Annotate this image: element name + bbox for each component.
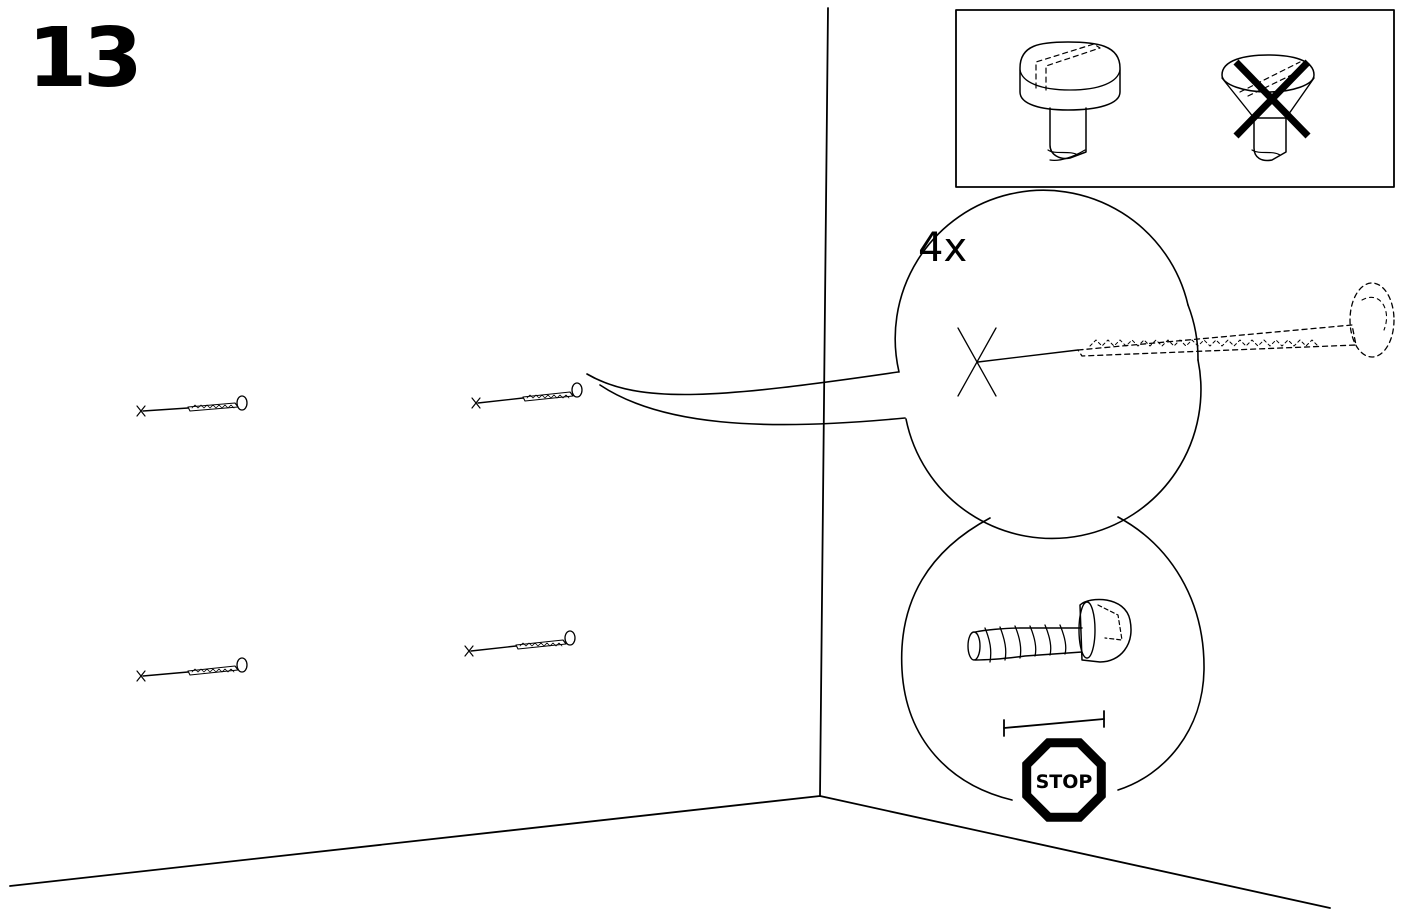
step-number: 13 [27,11,143,106]
detail-circle [894,189,1395,540]
room-corner [9,7,1331,909]
wrong-screw-head-icon [1221,54,1315,162]
stop-sign-icon [1022,738,1106,822]
wall-screw [464,630,576,657]
screw-head-comparison [955,9,1395,188]
wall-screw [136,395,248,417]
wall-screw [471,382,583,409]
quantity-label: 4x [918,225,968,271]
callout-pointer [586,371,906,426]
cross-mark-icon [1233,59,1311,139]
depth-circle [900,516,1205,801]
wall-screw [136,657,248,682]
correct-screw-head-icon [1019,41,1121,161]
stop-sign-label: STOP [1036,771,1093,793]
